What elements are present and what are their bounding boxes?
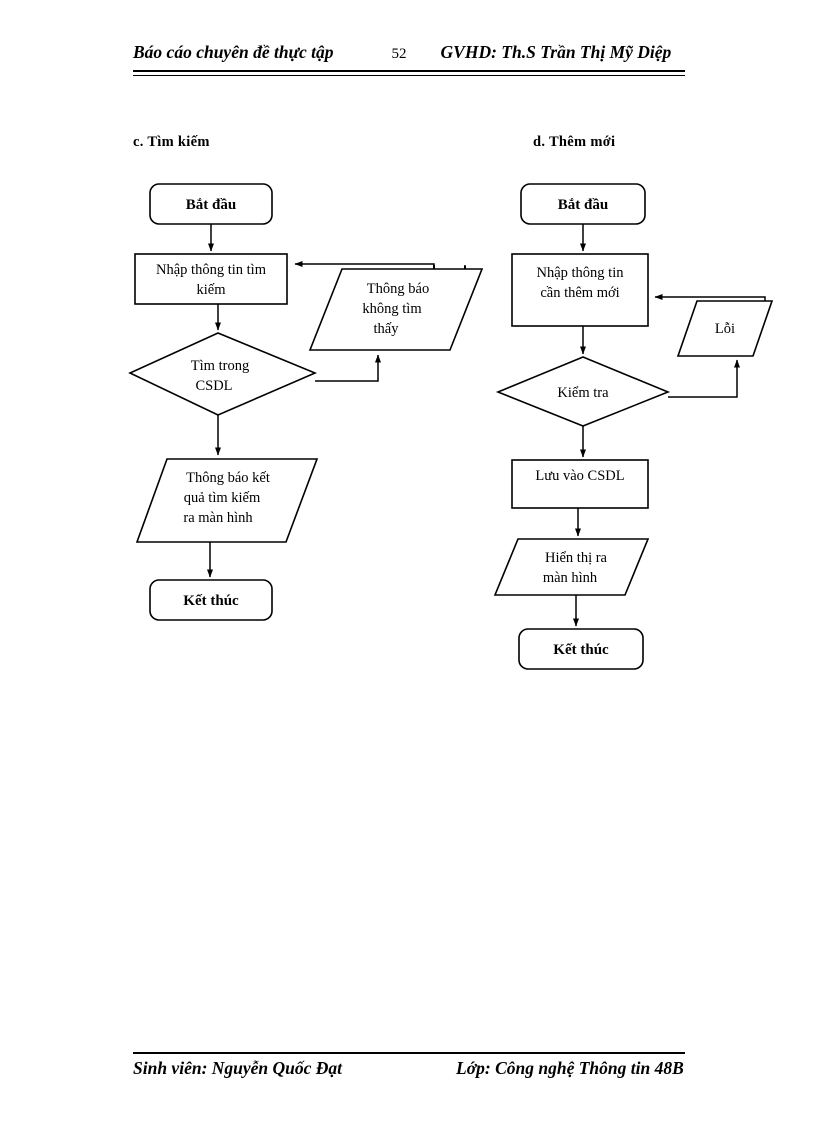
header-rule-thin <box>133 75 685 76</box>
footer-rule <box>133 1052 685 1054</box>
node-decision-search-db-line2: CSDL <box>195 378 232 394</box>
flowchart-add-new: Bắt đầu Nhập thông tin cần thêm mới Kiểm… <box>480 170 810 695</box>
node-notfound-message: Thông báo không tìm thấy <box>308 268 484 351</box>
section-caption-add-new: d. Thêm mới <box>533 134 616 150</box>
node-end: Kết thúc <box>518 628 644 670</box>
connector-decision-to-notfound <box>315 354 382 382</box>
node-decision-validate: Kiểm tra <box>495 356 671 427</box>
node-search-result-line3: ra màn hình <box>183 510 253 526</box>
node-input-search-line1: Nhập thông tin tìm <box>156 262 267 278</box>
node-start-label: Bắt đầu <box>186 197 236 213</box>
node-end-label: Kết thúc <box>553 642 609 658</box>
node-start: Bắt đầu <box>520 183 646 225</box>
node-search-result-message: Thông báo kết quả tìm kiếm ra màn hình <box>135 458 319 543</box>
node-end-label: Kết thúc <box>183 593 239 609</box>
footer-student-name: Sinh viên: Nguyễn Quốc Đạt <box>133 1058 343 1078</box>
node-input-add-new-line1: Nhập thông tin <box>537 265 625 281</box>
node-display-screen-line2: màn hình <box>543 570 598 586</box>
node-search-result-line1: Thông báo kết <box>186 470 270 486</box>
node-save-to-db-label: Lưu vào CSDL <box>535 468 624 484</box>
node-input-search-line2: kiếm <box>197 282 227 298</box>
connector-decision-to-error <box>668 359 741 398</box>
node-error-message-label: Lỗi <box>715 321 735 337</box>
connector-error-to-input <box>654 293 766 301</box>
header-page-number: 52 <box>391 46 407 62</box>
node-decision-search-db-line1: Tìm trong <box>191 358 249 374</box>
node-display-screen-line1: Hiển thị ra <box>545 550 608 566</box>
node-notfound-message-line2: không tìm <box>362 301 422 317</box>
footer-class-name: Lớp: Công nghệ Thông tin 48B <box>456 1058 684 1078</box>
node-display-screen: Hiển thị ra màn hình <box>493 538 650 596</box>
node-save-to-db: Lưu vào CSDL <box>511 459 649 509</box>
header-right-title: GVHD: Th.S Trần Thị Mỹ Diệp <box>440 42 672 62</box>
node-search-result-line2: quả tìm kiếm <box>184 490 261 506</box>
node-notfound-message-line3: thấy <box>374 321 400 337</box>
page-header: Báo cáo chuyên đề thực tập 52 GVHD: Th.S… <box>133 42 685 72</box>
node-start-label: Bắt đầu <box>558 197 608 213</box>
node-input-add-new: Nhập thông tin cần thêm mới <box>511 253 649 327</box>
node-decision-search-db: Tìm trong CSDL <box>128 332 318 416</box>
header-left-title: Báo cáo chuyên đề thực tập <box>133 42 334 62</box>
node-input-search: Nhập thông tin tìm kiếm <box>134 253 288 305</box>
header-rule-thick <box>133 70 685 72</box>
page-footer: Sinh viên: Nguyễn Quốc Đạt Lớp: Công ngh… <box>133 1058 685 1084</box>
section-caption-search: c. Tìm kiếm <box>133 134 210 150</box>
node-end: Kết thúc <box>149 579 273 621</box>
node-error-message: Lỗi <box>676 300 774 357</box>
node-notfound-message-line1: Thông báo <box>367 281 429 297</box>
node-decision-validate-label: Kiểm tra <box>557 385 609 401</box>
node-start: Bắt đầu <box>149 183 273 225</box>
connector-search-feedback-loop <box>294 260 435 269</box>
node-input-add-new-line2: cần thêm mới <box>540 285 619 301</box>
flowchart-search: Bắt đầu Nhập thông tin tìm kiếm Tìm tron… <box>120 170 500 645</box>
